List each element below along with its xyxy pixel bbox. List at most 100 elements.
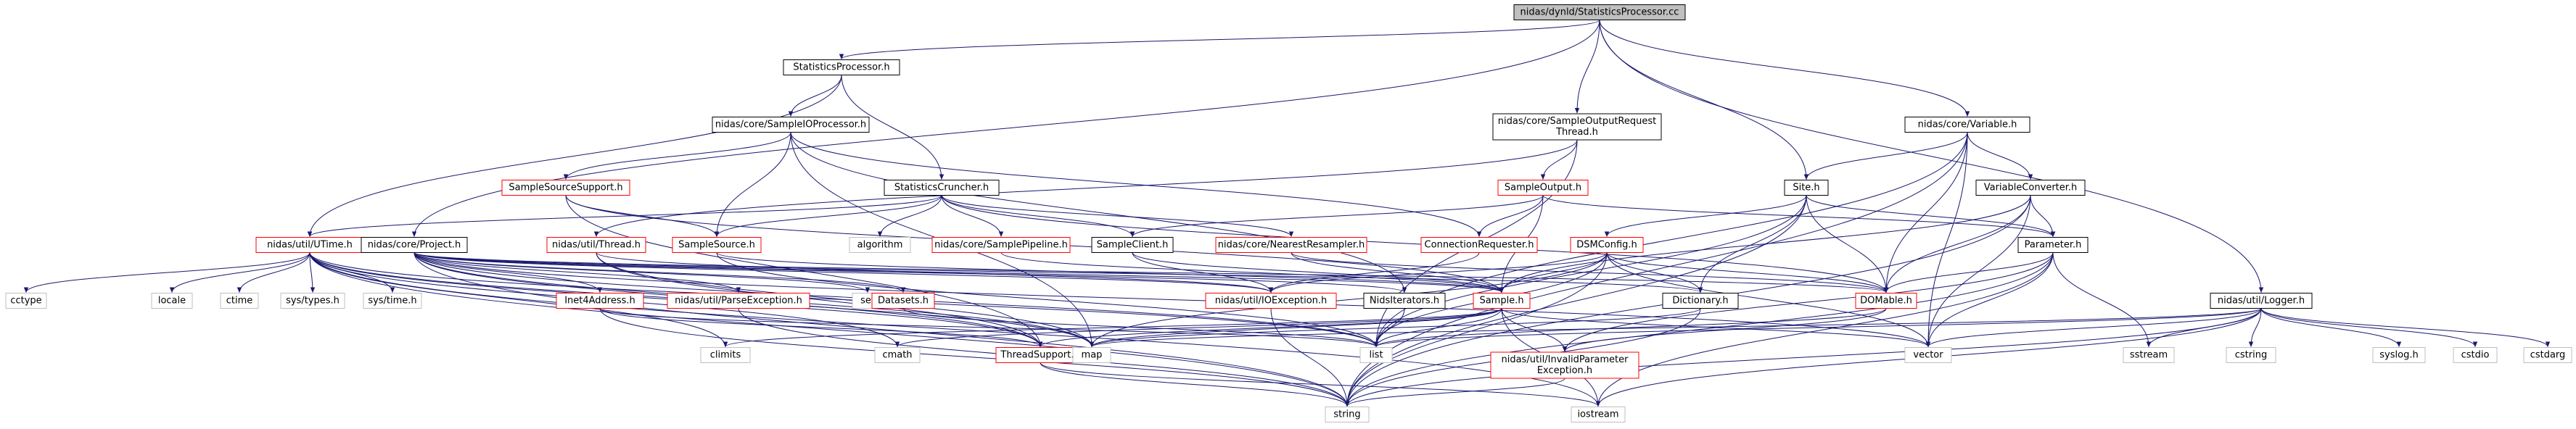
node-box-cctype: [5, 293, 47, 309]
node-box-cstring: [2226, 347, 2276, 363]
node-label-inet4_h: Inet4Address.h: [564, 296, 635, 307]
edge-invalidparam_h-to-string: [1344, 378, 1565, 407]
node-site_h[interactable]: Site.h: [1784, 180, 1829, 196]
edge-dictionary_h-to-map: [1090, 308, 1701, 347]
node-utime_h[interactable]: nidas/util/UTime.h: [255, 237, 364, 253]
edge-domable_h-to-list: [1373, 308, 1887, 347]
edge-sample_h-to-map: [1089, 308, 1502, 347]
node-connreq_h[interactable]: ConnectionRequester.h: [1420, 237, 1538, 253]
node-cstdarg[interactable]: cstdarg: [2523, 347, 2572, 363]
edge-logger_h-to-cstring: [2248, 308, 2262, 347]
node-cstring[interactable]: cstring: [2226, 347, 2276, 363]
node-systypes_h[interactable]: sys/types.h: [280, 293, 345, 309]
edge-root-to-statproc_h: [839, 20, 1600, 59]
edge-logger_h-to-string: [1344, 308, 2262, 407]
edge-threadsupport_h-to-iostream: [1040, 362, 1601, 407]
node-string[interactable]: string: [1325, 407, 1370, 422]
node-statproc_h[interactable]: StatisticsProcessor.h: [783, 59, 900, 75]
edge-varconv_h-to-domable_h: [1883, 195, 2031, 293]
node-box-pipeline_h: [931, 237, 1071, 253]
node-root[interactable]: nidas/dynld/StatisticsProcessor.cc: [1513, 4, 1686, 20]
edge-utime_h-to-systypes_h: [309, 252, 316, 293]
node-vector[interactable]: vector: [1904, 347, 1952, 363]
node-box-thread_h: [546, 237, 646, 253]
node-label-statproc_h: StatisticsProcessor.h: [793, 62, 889, 73]
node-label-pipeline_h: nidas/core/SamplePipeline.h: [934, 240, 1068, 251]
node-dsmconfig_h[interactable]: DSMConfig.h: [1570, 237, 1644, 253]
node-nearest_h[interactable]: nidas/core/NearestResampler.h: [1215, 237, 1367, 253]
edge-samplesource_h-to-sample_h: [716, 252, 1504, 293]
node-sample_h[interactable]: Sample.h: [1473, 293, 1531, 309]
edge-sampleio_h-to-samplesrcsup_h: [563, 132, 791, 180]
node-cctype[interactable]: cctype: [5, 293, 47, 309]
node-box-ioexc_h: [1205, 293, 1337, 309]
node-ioexc_h[interactable]: nidas/util/IOException.h: [1205, 293, 1337, 309]
node-box-datasets_h: [871, 293, 935, 309]
node-parseexc_h[interactable]: nidas/util/ParseException.h: [667, 293, 810, 309]
node-label-sampleclient_h: SampleClient.h: [1097, 240, 1169, 251]
node-threadsupport_h[interactable]: ThreadSupport.h: [995, 347, 1085, 363]
edge-samplesrcsup_h-to-samplesource_h: [565, 195, 720, 237]
node-box-vector: [1904, 347, 1952, 363]
node-algorithm[interactable]: algorithm: [849, 237, 911, 253]
node-cmath[interactable]: cmath: [874, 347, 921, 363]
node-pipeline_h[interactable]: nidas/core/SamplePipeline.h: [931, 237, 1071, 253]
node-box-sample_h: [1473, 293, 1531, 309]
node-ctime[interactable]: ctime: [220, 293, 259, 309]
node-cstdio[interactable]: cstdio: [2453, 347, 2498, 363]
node-box-nearest_h: [1215, 237, 1367, 253]
node-samplesrcsup_h[interactable]: SampleSourceSupport.h: [501, 180, 630, 196]
node-systime_h[interactable]: sys/time.h: [363, 293, 422, 309]
node-list[interactable]: list: [1359, 347, 1393, 363]
node-syslog_h[interactable]: syslog.h: [2372, 347, 2426, 363]
node-sstream[interactable]: sstream: [2123, 347, 2175, 363]
node-box-invalidparam_h: [1490, 351, 1639, 379]
edge-variable_h-to-varconv_h: [1967, 132, 2033, 180]
node-inet4_h[interactable]: Inet4Address.h: [556, 293, 644, 309]
node-box-cstdio: [2453, 347, 2498, 363]
node-box-varconv_h: [1975, 180, 2086, 196]
node-box-string: [1325, 407, 1370, 422]
edge-sampleclient_h-to-sample_h: [1132, 252, 1505, 293]
node-label-datasets_h: Datasets.h: [878, 296, 929, 307]
node-statcrunch_h[interactable]: StatisticsCruncher.h: [884, 180, 1000, 196]
node-box-systime_h: [363, 293, 422, 309]
edge-sampleclient_h-to-ioexc_h: [1132, 252, 1274, 293]
node-sampleio_h[interactable]: nidas/core/SampleIOProcessor.h: [712, 117, 870, 133]
node-label-parameter_h: Parameter.h: [2025, 240, 2082, 251]
node-varconv_h[interactable]: VariableConverter.h: [1975, 180, 2086, 196]
node-sampleclient_h[interactable]: SampleClient.h: [1091, 237, 1174, 253]
node-dictionary_h[interactable]: Dictionary.h: [1662, 293, 1739, 309]
node-climits[interactable]: climits: [700, 347, 751, 363]
node-project_h[interactable]: nidas/core/Project.h: [361, 237, 468, 253]
node-label-logger_h: nidas/util/Logger.h: [2218, 296, 2305, 307]
node-domable_h[interactable]: DOMable.h: [1855, 293, 1917, 309]
edge-statcrunch_h-to-nearest_h: [941, 195, 1294, 237]
node-label-syslog_h: syslog.h: [2379, 350, 2418, 361]
edge-datasets_h-to-list: [902, 308, 1379, 347]
edge-root-to-sos_h: [1574, 20, 1600, 114]
node-map[interactable]: map: [1072, 347, 1111, 363]
node-datasets_h[interactable]: Datasets.h: [871, 293, 935, 309]
node-nidsiter_h[interactable]: NidsIterators.h: [1363, 293, 1446, 309]
node-variable_h[interactable]: nidas/core/Variable.h: [1904, 117, 2030, 133]
edge-parameter_h-to-sstream: [2052, 252, 2152, 347]
node-samplesource_h[interactable]: SampleSource.h: [672, 237, 762, 253]
node-box-statcrunch_h: [884, 180, 1000, 196]
node-parameter_h[interactable]: Parameter.h: [2017, 237, 2089, 253]
node-box-sampleoutput_h: [1497, 180, 1589, 196]
node-sampleoutput_h[interactable]: SampleOutput.h: [1497, 180, 1589, 196]
node-logger_h[interactable]: nidas/util/Logger.h: [2210, 293, 2313, 309]
node-thread_h[interactable]: nidas/util/Thread.h: [546, 237, 646, 253]
node-iostream[interactable]: iostream: [1571, 407, 1626, 422]
edge-samplesource_h-to-list: [716, 252, 1379, 347]
node-box-samplesrcsup_h: [501, 180, 630, 196]
edge-variable_h-to-site_h: [1803, 132, 1968, 180]
node-locale[interactable]: locale: [151, 293, 193, 309]
node-label-invalidparam_h: nidas/util/InvalidParameter: [1501, 354, 1629, 365]
node-box-sos_h: [1492, 113, 1662, 141]
node-box-iostream: [1571, 407, 1626, 422]
edge-inet4_h-to-threadsupport_h: [599, 308, 1043, 347]
